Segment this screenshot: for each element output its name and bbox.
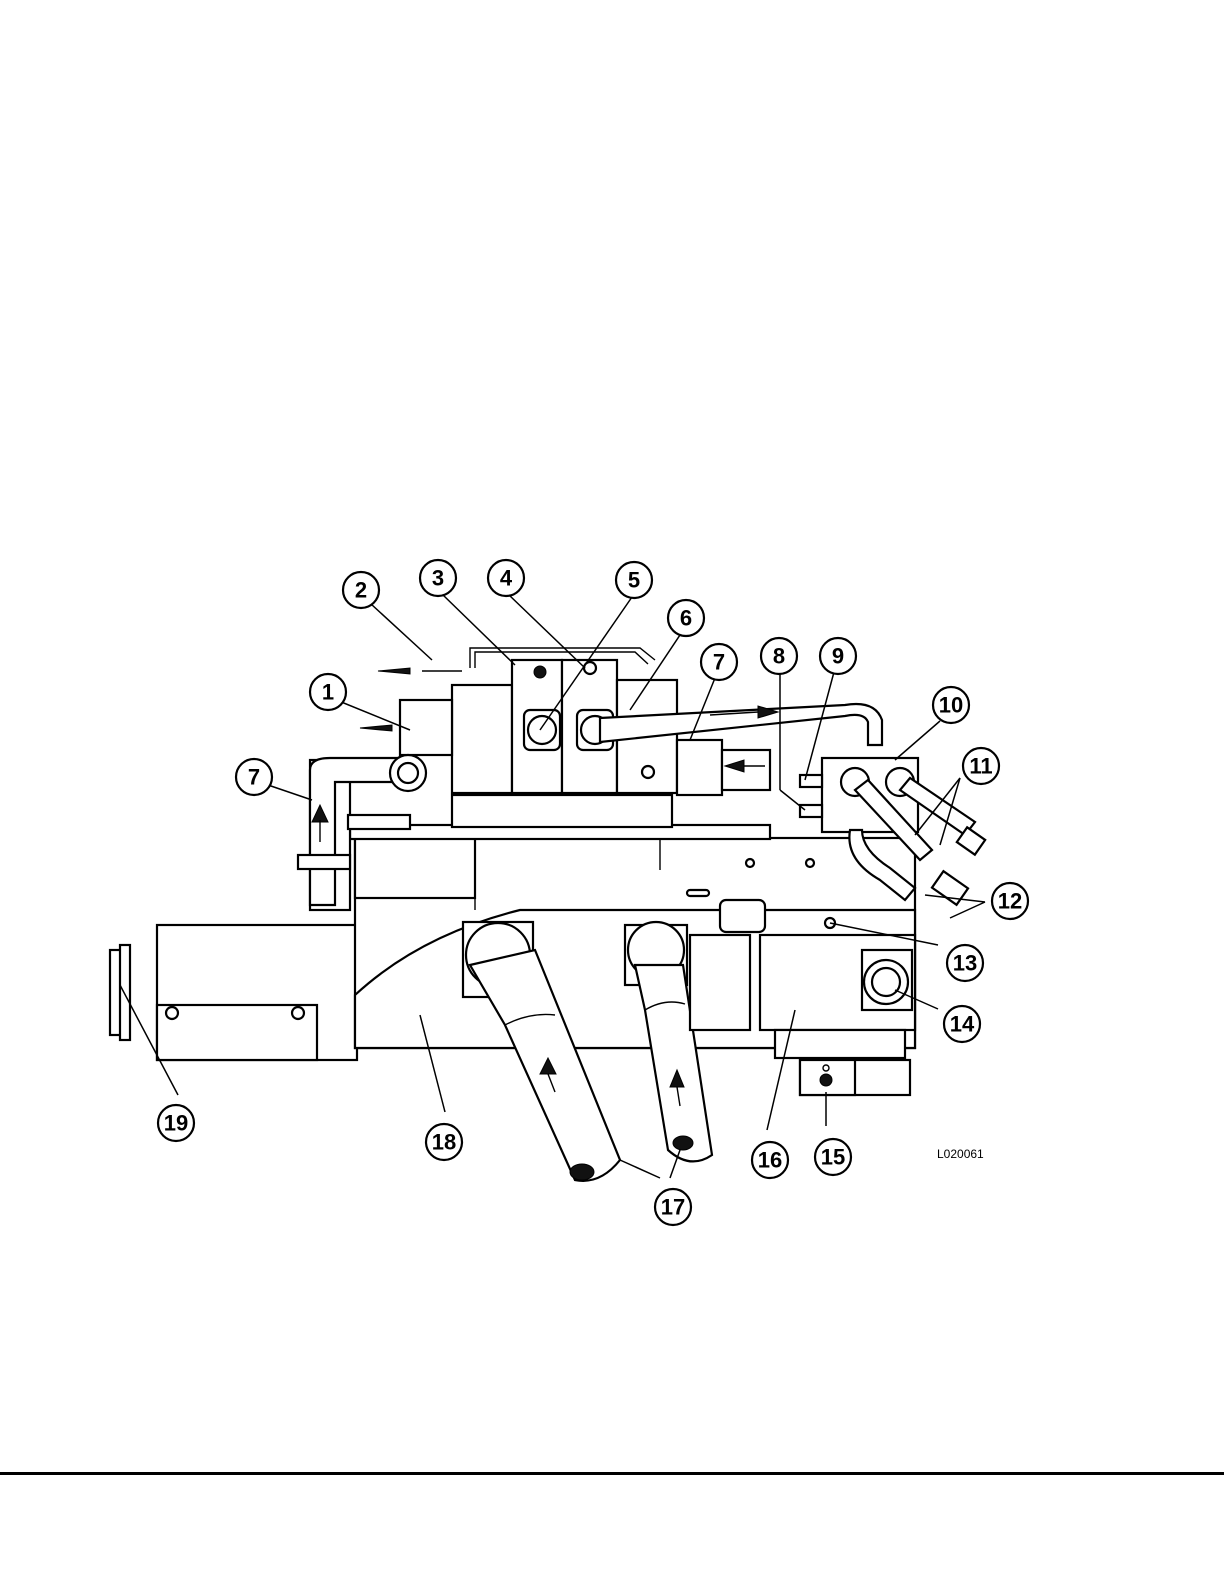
callout-label: 4 xyxy=(500,566,513,591)
callout-16: 16 xyxy=(752,1142,788,1178)
callout-label: 18 xyxy=(432,1130,456,1155)
callout-4: 4 xyxy=(488,560,524,596)
callout-10: 10 xyxy=(933,687,969,723)
callout-13: 13 xyxy=(947,945,983,981)
callout-label: 11 xyxy=(969,754,992,779)
lower-right-blocks xyxy=(760,935,915,1095)
callout-18: 18 xyxy=(426,1124,462,1160)
callout-2: 2 xyxy=(343,572,379,608)
callout-label: 12 xyxy=(998,889,1022,914)
callout-19: 19 xyxy=(158,1105,194,1141)
callout-label: 14 xyxy=(950,1012,975,1037)
callout-11: 11 xyxy=(963,748,999,784)
figure-id: L020061 xyxy=(937,1147,984,1161)
callout-17: 17 xyxy=(655,1189,691,1225)
motor-housing xyxy=(110,925,357,1060)
callout-label: 3 xyxy=(432,566,444,591)
callout-9: 9 xyxy=(820,638,856,674)
callout-12: 12 xyxy=(992,883,1028,919)
callout-5: 5 xyxy=(616,562,652,598)
callout-label: 9 xyxy=(832,644,844,669)
callout-3: 3 xyxy=(420,560,456,596)
callout-8: 8 xyxy=(761,638,797,674)
callout-label: 7 xyxy=(248,765,260,790)
callout-1: 1 xyxy=(310,674,346,710)
callout-label: 17 xyxy=(661,1195,685,1220)
footer-rule xyxy=(0,1472,1224,1475)
callout-label: 7 xyxy=(713,650,725,675)
callout-7-right: 7 xyxy=(701,644,737,680)
assembly-drawing xyxy=(110,648,985,1181)
callout-label: 8 xyxy=(773,644,785,669)
callout-14: 14 xyxy=(944,1006,980,1042)
callout-6: 6 xyxy=(668,600,704,636)
callout-label: 16 xyxy=(758,1148,782,1173)
callout-label: 15 xyxy=(821,1145,845,1170)
callout-label: 10 xyxy=(939,693,963,718)
callout-7-left: 7 xyxy=(236,759,272,795)
callout-label: 6 xyxy=(680,606,692,631)
callout-label: 5 xyxy=(628,568,640,593)
callout-label: 19 xyxy=(164,1111,188,1136)
callout-label: 13 xyxy=(953,951,977,976)
callout-label: 1 xyxy=(322,680,334,705)
callout-label: 2 xyxy=(355,578,367,603)
callout-15: 15 xyxy=(815,1139,851,1175)
